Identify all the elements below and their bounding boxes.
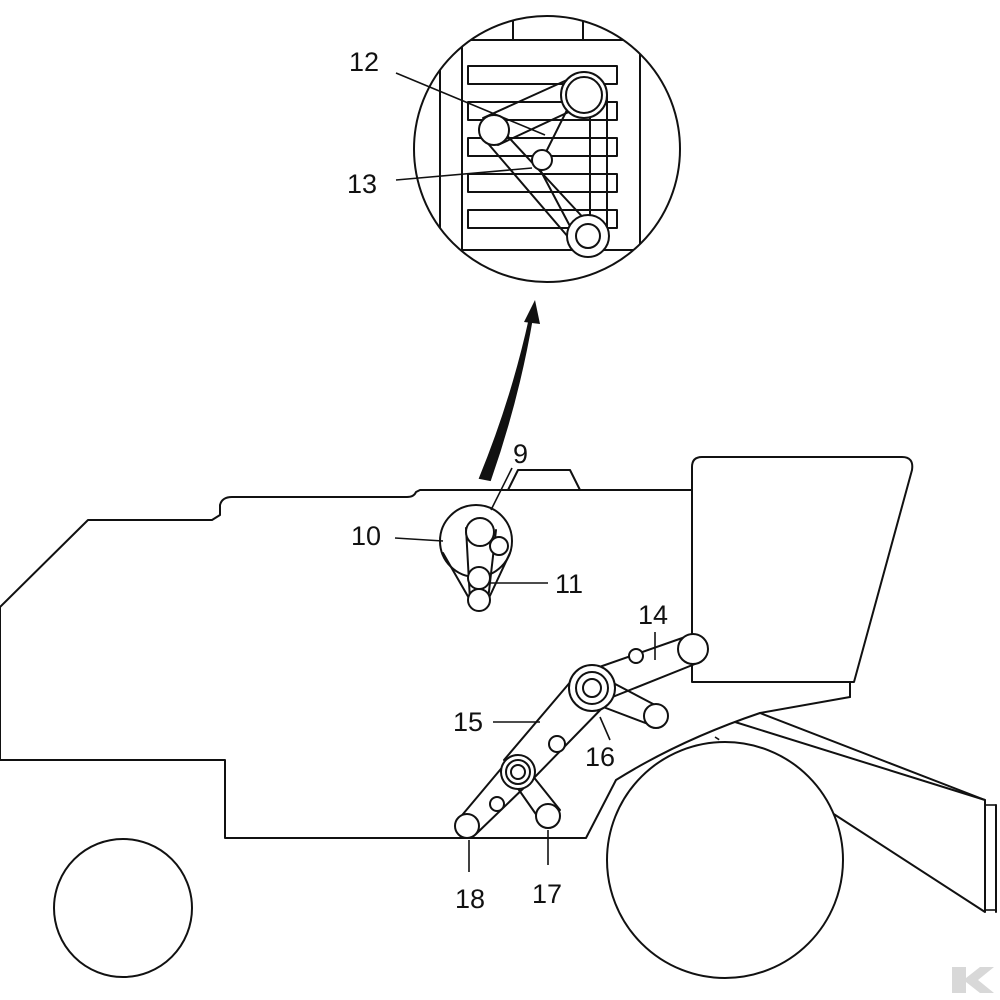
label-15: 15 [453,707,483,737]
zoom-pulley-top [560,71,608,119]
label-13: 13 [347,169,377,199]
idler-14 [628,648,644,664]
top-hatch [507,469,581,491]
idler-9 [489,536,509,556]
zoom-idler-13 [531,149,553,171]
zoom-arrow-icon [478,300,540,482]
part-labels: 12 13 9 10 11 14 15 16 17 18 [347,47,668,914]
label-12: 12 [349,47,379,77]
leader-line-13 [395,167,533,181]
zoom-pulley-left [478,114,510,146]
k-brand-icon [952,967,994,993]
label-14: 14 [638,600,668,630]
label-11: 11 [555,569,583,599]
zoom-pulley-bottom [566,214,610,258]
pulley-14 [677,633,709,665]
front-wheel [53,838,193,978]
label-18: 18 [455,884,485,914]
rear-wheel [606,741,844,979]
idler-18 [489,796,505,812]
label-16: 16 [585,742,615,772]
leader-line-10 [394,537,444,542]
pulley-18 [454,813,480,839]
pulley-lower [467,588,491,612]
label-17: 17 [532,879,562,909]
pulley-11 [467,566,491,590]
lower-drive [454,632,709,872]
label-10: 10 [351,521,381,551]
pulley-9 [465,517,495,547]
label-9: 9 [513,439,528,469]
detail-zoom-circle [395,15,681,283]
grain-tank [691,456,914,698]
machine-body [0,489,851,839]
leader-line-12 [395,72,546,136]
pulley-16 [643,703,669,729]
idler-15 [548,735,566,753]
grille-slats [467,65,618,229]
leader-line-16 [599,716,611,741]
pulley-17 [535,803,561,829]
upper-drive [394,467,548,612]
leader-line-9 [490,467,513,511]
